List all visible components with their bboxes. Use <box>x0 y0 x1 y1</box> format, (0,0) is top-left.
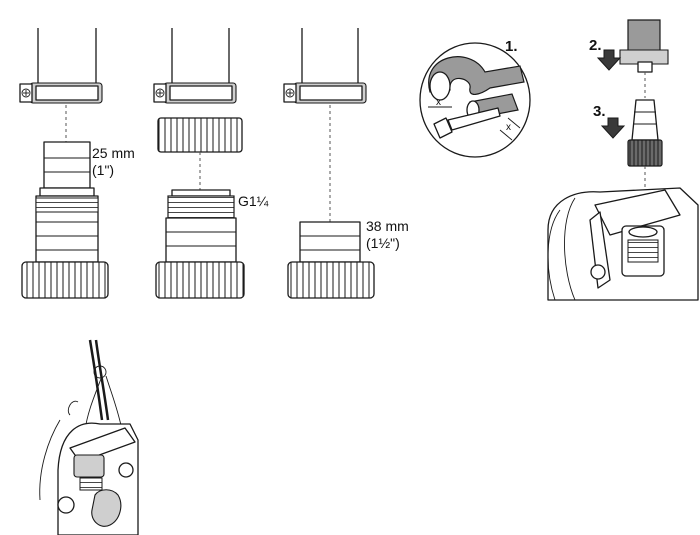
adapter-38mm <box>287 221 375 299</box>
thread-label: G1¼ <box>238 193 269 209</box>
pump-rope-detail <box>39 339 139 535</box>
hose-pipe-38 <box>301 28 359 83</box>
hose-pipe-25 <box>37 28 97 83</box>
hose-25-inch: (1") <box>92 162 115 178</box>
pump-connection-detail <box>547 19 699 301</box>
hose-38-label: 38 mm (1½") <box>366 218 409 252</box>
hose-clamp-25 <box>19 82 103 104</box>
adapter-25mm <box>21 141 109 299</box>
hose-pipe-thread <box>171 28 230 83</box>
hose-25-size: 25 mm <box>92 145 135 161</box>
step-arrow-3 <box>600 117 626 139</box>
hose-38-inch: (1½") <box>366 235 400 251</box>
hose-38-size: 38 mm <box>366 218 409 234</box>
step-2-label: 2. <box>589 37 602 54</box>
measure-mark-1: x <box>436 97 441 108</box>
step-arrow-2 <box>596 49 622 71</box>
cut-hose-detail <box>419 42 531 158</box>
step-3-label: 3. <box>593 103 606 120</box>
threaded-nut <box>157 117 243 153</box>
hose-clamp-thread <box>153 82 237 104</box>
hose-25-label: 25 mm (1") <box>92 145 135 179</box>
adapter-g1-quarter <box>155 189 245 299</box>
step-1-label: 1. <box>505 38 518 55</box>
measure-mark-2: x <box>506 122 511 133</box>
hose-clamp-38 <box>283 82 367 104</box>
